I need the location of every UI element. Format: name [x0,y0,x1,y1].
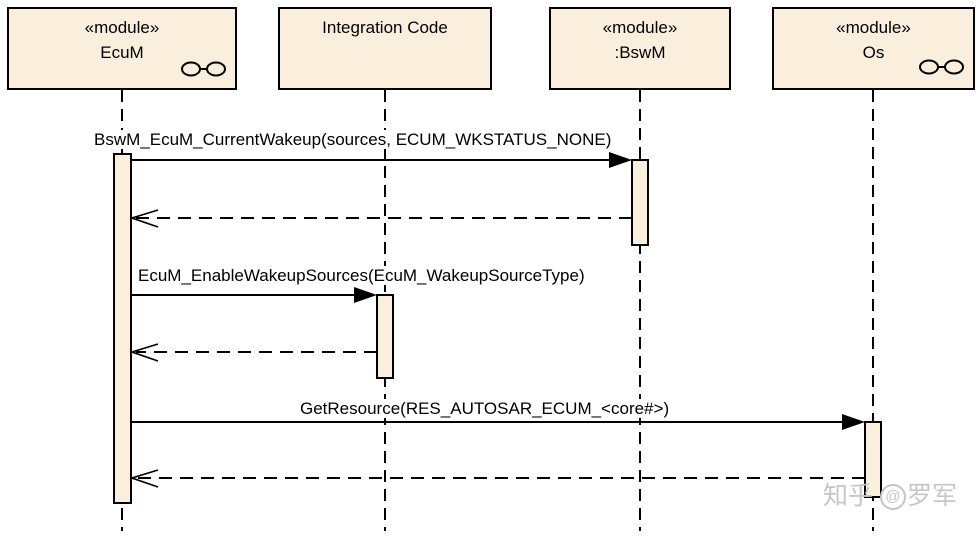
activation-bar-integration-code [376,294,394,379]
sync-arrowhead-icon [354,287,377,303]
activation-bar-os [864,421,882,498]
lifeline-head-os: «module» Os [772,7,975,90]
sync-arrowhead-icon [842,414,865,430]
stereotype-label: «module» [836,18,911,37]
lifeline-head-ecum: «module» EcuM [7,7,237,90]
message-arrow-currentwakeup [131,152,632,168]
activation-bar-ecum [113,153,132,504]
lifeline-head-integration-code: Integration Code [278,7,492,90]
message-arrow-return-bswm [129,209,632,228]
component-icon [181,61,226,77]
message-label-enablewakeupsources: EcuM_EnableWakeupSources(EcuM_WakeupSour… [136,266,587,285]
message-arrow-return-integration [129,343,377,362]
lifeline-head-bswm: «module» :BswM [549,7,731,90]
message-label-getresource: GetResource(RES_AUTOSAR_ECUM_<core#>) [298,399,672,418]
component-icon [919,59,964,75]
lifeline-name: Os [862,43,885,62]
stereotype-label: «module» [84,18,160,37]
message-arrow-return-os [129,469,865,488]
watermark-at-icon: @ [879,483,906,510]
message-label-currentwakeup: BswM_EcuM_CurrentWakeup(sources, ECUM_WK… [92,130,614,149]
stereotype-label: «module» [602,18,678,37]
open-arrowhead-icon [129,343,159,362]
open-arrowhead-icon [129,209,159,228]
open-arrowhead-icon [129,469,159,488]
watermark-author: 罗军 [906,482,957,510]
message-arrow-enablewakeupsources [131,287,377,303]
lifeline-name: :BswM [614,43,666,62]
lifeline-name: EcuM [100,43,144,62]
watermark: 知乎 @罗军 [823,483,957,510]
sync-arrowhead-icon [609,152,632,168]
activation-bar-bswm [631,159,649,246]
message-arrow-getresource [131,414,865,430]
lifeline-name: Integration Code [322,18,448,37]
watermark-site: 知乎 [822,482,873,510]
